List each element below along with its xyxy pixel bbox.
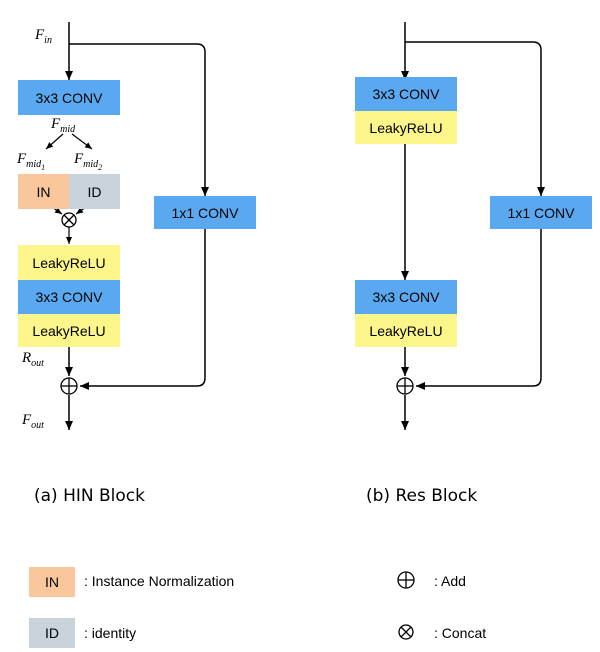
hin-instance-norm-box: IN <box>18 174 69 209</box>
res-conv2-box: 3x3 CONV <box>355 280 457 314</box>
legend-instance-norm-box: IN <box>29 567 75 597</box>
res-skip-path <box>405 41 545 196</box>
hin-skip-return <box>80 228 206 390</box>
legend-identity-box: ID <box>29 618 75 648</box>
res-conv1-box: 3x3 CONV <box>355 77 457 111</box>
legend-concat-text: : Concat <box>434 625 487 641</box>
res-add-icon <box>396 377 414 395</box>
hin-skip-path <box>69 43 209 196</box>
hin-split-left <box>45 133 64 150</box>
hin-caption: (a) HIN Block <box>34 486 145 506</box>
hin-mid-label: Fmid <box>51 116 76 135</box>
res-caption: (b) Res Block <box>366 486 478 506</box>
hin-skip-conv-box: 1x1 CONV <box>154 196 256 229</box>
hin-concat-icon <box>61 212 77 228</box>
hin-identity-box: ID <box>69 174 120 209</box>
res-skip-conv-box: 1x1 CONV <box>490 196 592 229</box>
hin-mid1-label: Fmid1 <box>17 151 46 172</box>
hin-conv2-box: 3x3 CONV <box>18 280 120 314</box>
legend-add-text: : Add <box>434 573 466 589</box>
hin-input-label: Fin <box>35 27 52 46</box>
hin-split-right <box>71 133 93 150</box>
legend-instance-norm-text: : Instance Normalization <box>84 573 235 589</box>
hin-mid2-label: Fmid2 <box>74 151 103 172</box>
hin-leakyrelu2-box: LeakyReLU <box>18 314 120 347</box>
res-leakyrelu2-box: LeakyReLU <box>355 314 457 347</box>
res-leakyrelu1-box: LeakyReLU <box>355 111 457 144</box>
hin-leakyrelu1-box: LeakyReLU <box>18 245 120 280</box>
hin-rout-label: Rout <box>22 350 44 369</box>
legend-identity-text: : identity <box>84 625 137 641</box>
hin-add-icon <box>60 377 78 395</box>
hin-fout-label: Fout <box>22 412 44 431</box>
res-skip-return <box>416 228 542 390</box>
legend-concat-icon <box>398 624 414 640</box>
legend-add-icon <box>397 571 415 589</box>
hin-conv1-box: 3x3 CONV <box>18 80 120 115</box>
